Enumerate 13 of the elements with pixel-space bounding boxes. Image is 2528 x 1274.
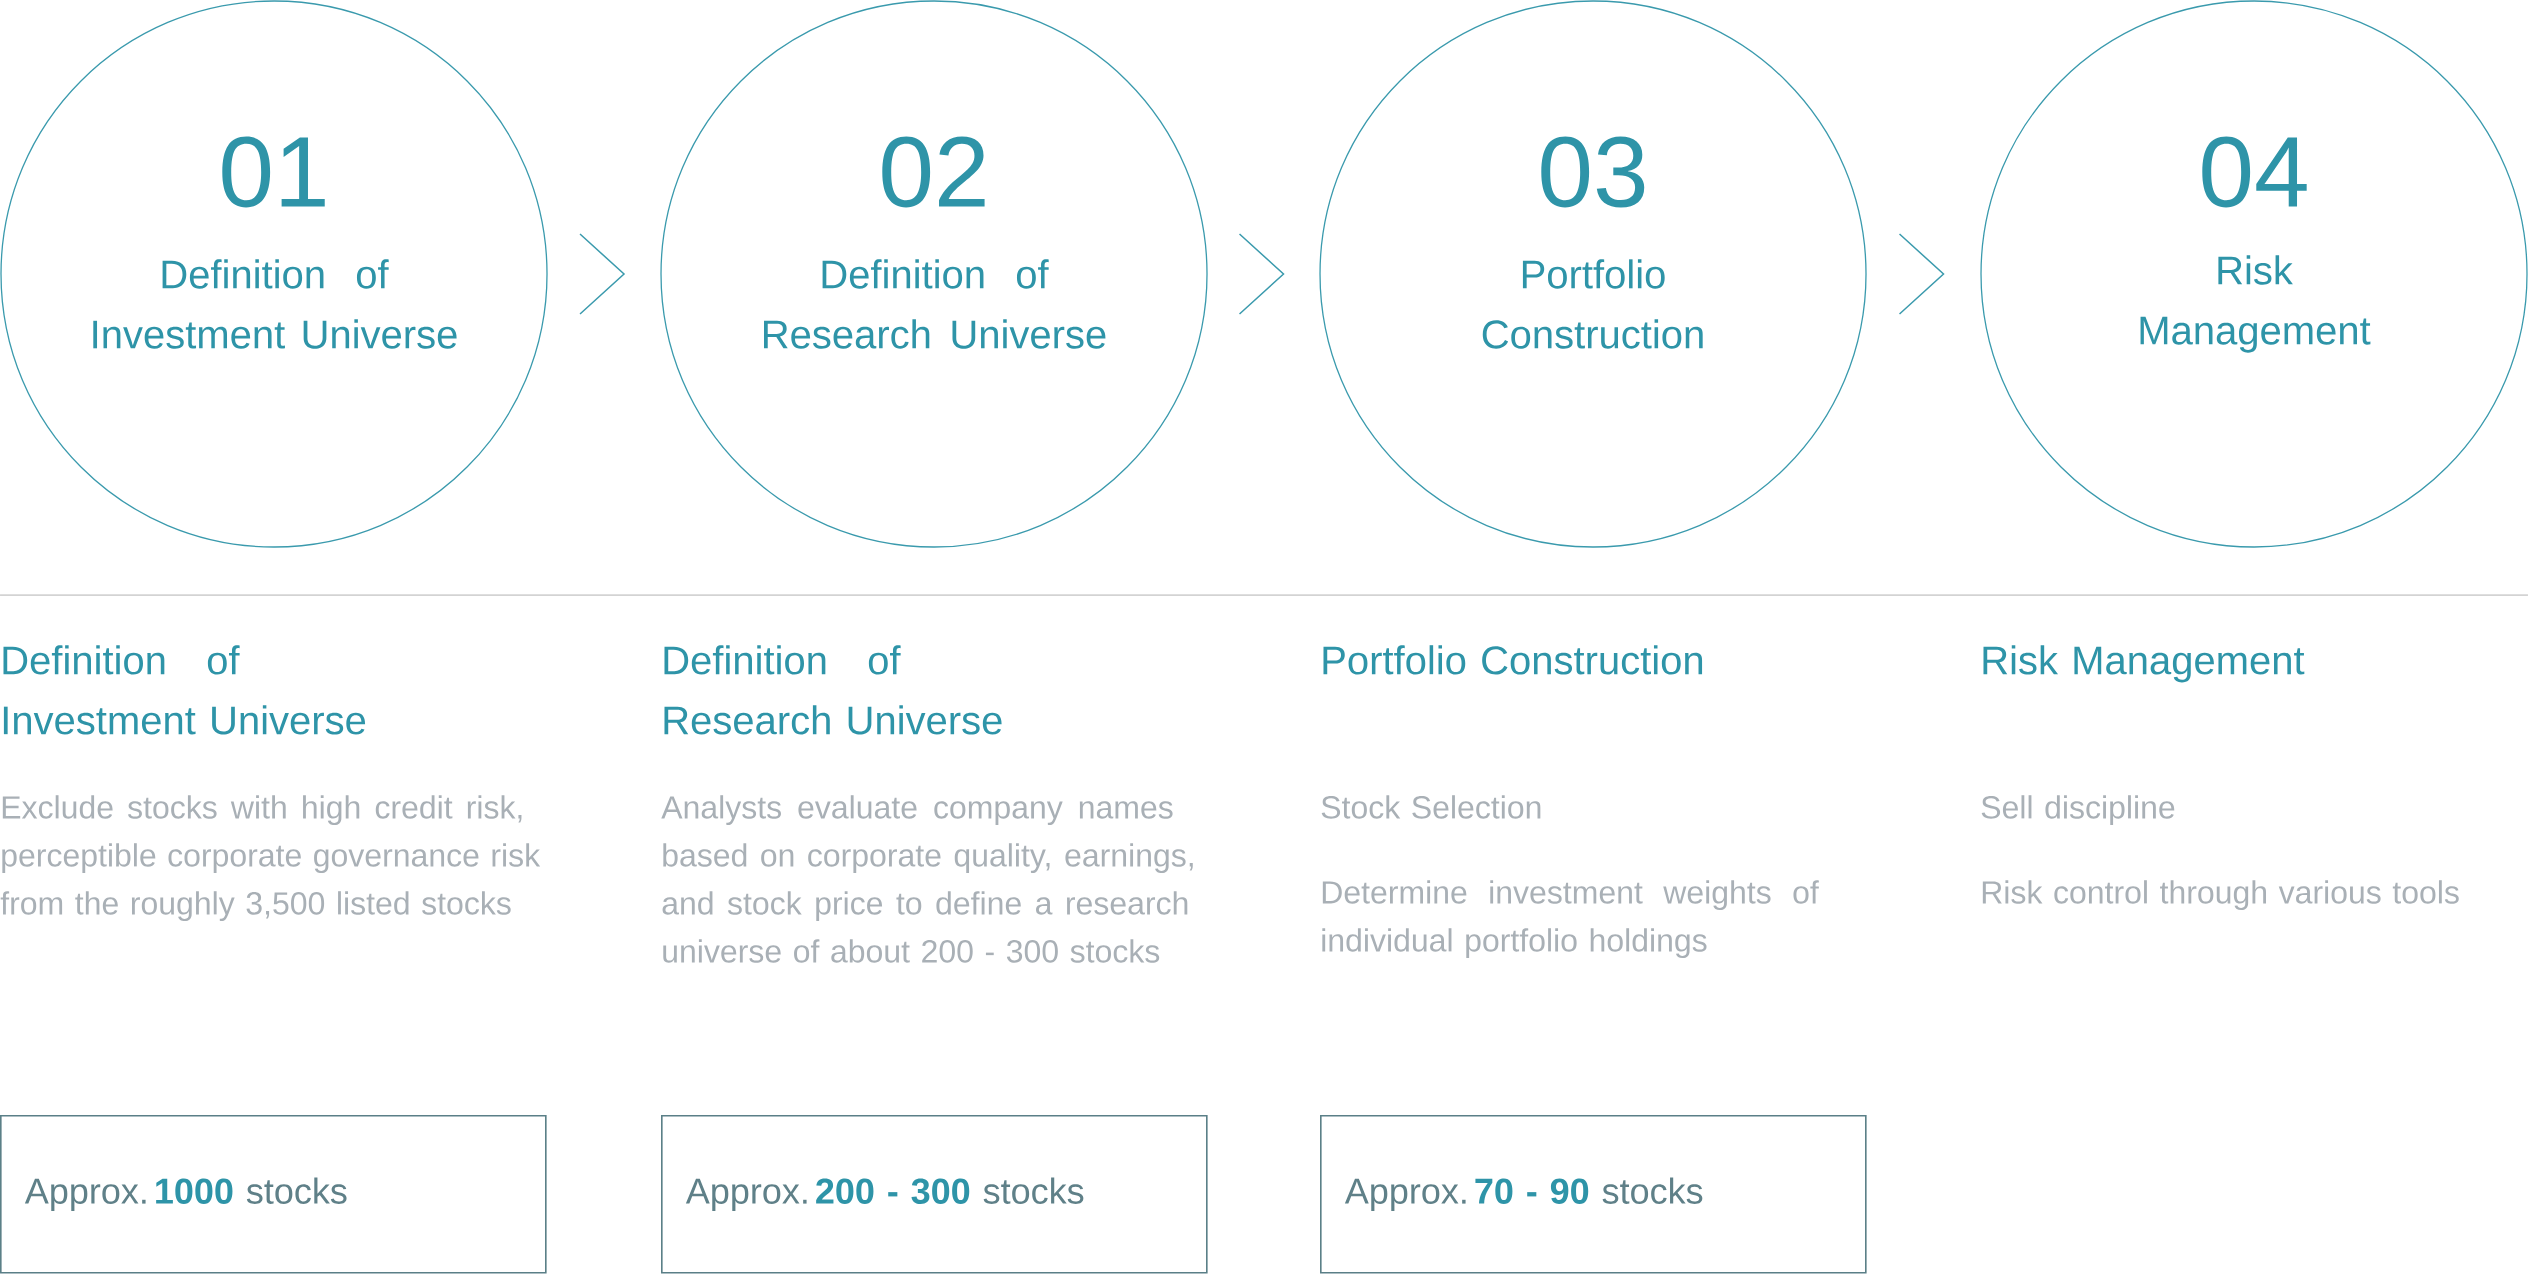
description-text: Determine investment weights of individual portfolio holdings bbox=[1322, 880, 1819, 958]
description-text: Stock Selection bbox=[1321, 795, 1541, 819]
step-heading: Risk Management bbox=[1983, 645, 2305, 683]
step-heading: Definition of Research Universe bbox=[664, 645, 1002, 735]
stock-count-box: Approx. 200 - 300 stocks bbox=[661, 1115, 1208, 1274]
stock-count-box: Approx. 70 - 90 stocks bbox=[1320, 1115, 1867, 1274]
description-text: Exclude stocks with high credit risk, perceptible corporate governance risk from the roughly 3,500 listed stocks bbox=[0, 795, 541, 921]
step-heading: Portfolio Construction bbox=[1323, 645, 1703, 675]
description-text: Sell discipline bbox=[1981, 795, 2175, 825]
step-heading: Definition of Investment Universe bbox=[3, 645, 366, 735]
description-text: Analysts evaluate company names based on corporate quality, earnings, and stock price to define a research universe of about 200 - 300 stocks bbox=[661, 795, 1193, 963]
description-text: Risk control through various tools bbox=[1982, 880, 2459, 910]
stock-count-box: Approx. 1000 stocks bbox=[0, 1115, 547, 1274]
